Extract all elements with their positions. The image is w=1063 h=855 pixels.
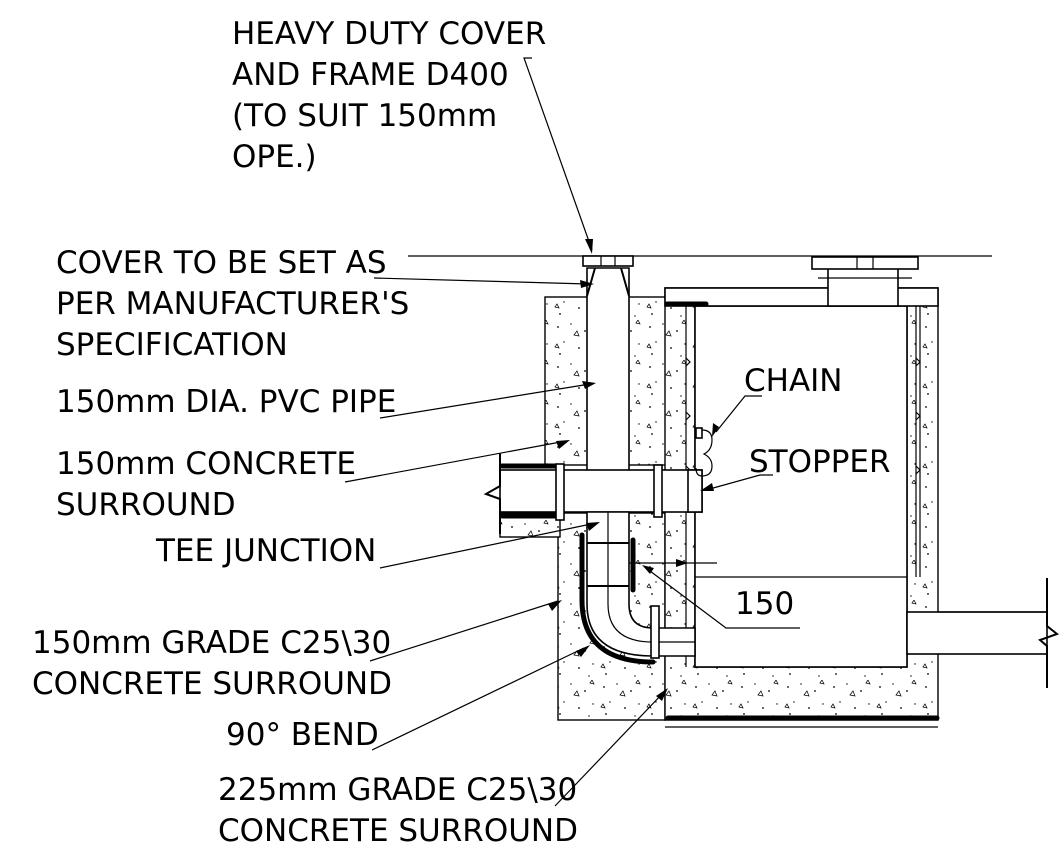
chain-anchor	[695, 427, 703, 439]
inlet-collar	[555, 463, 565, 521]
label-tee-junction: TEE JUNCTION	[155, 533, 376, 569]
pvc-riser-pipe	[586, 267, 630, 493]
leader-grade-150	[369, 600, 559, 662]
leader-lines	[344, 57, 800, 807]
dimension-arrow	[676, 559, 688, 567]
label-chain: CHAIN	[744, 363, 843, 399]
label-cover-set: COVER TO BE SET AS PER MANUFACTURER'S SP…	[56, 245, 419, 363]
chamber-interior	[694, 305, 908, 668]
riser-taper	[586, 267, 630, 297]
leader-cover-frame	[523, 57, 593, 251]
bend-heavy-arc	[579, 597, 656, 665]
inlet-pipe	[499, 469, 703, 513]
leader-grade-225	[554, 691, 665, 807]
bend-collar	[650, 605, 660, 659]
label-grade-150: 150mm GRADE C25\30 CONCRETE SURROUND	[32, 625, 401, 702]
label-grade-225: 225mm GRADE C25\30 CONCRETE SURROUND	[218, 772, 587, 849]
leader-stopper	[705, 474, 773, 491]
label-pvc-pipe: 150mm DIA. PVC PIPE	[56, 384, 396, 420]
label-stopper: STOPPER	[749, 444, 891, 480]
label-concrete-150: 150mm CONCRETE SURROUND	[56, 446, 366, 523]
label-cover-frame: HEAVY DUTY COVER AND FRAME D400 (TO SUIT…	[232, 16, 556, 175]
label-bend: 90° BEND	[226, 717, 379, 753]
surface-cover	[582, 255, 634, 267]
inlet-break-symbol	[483, 453, 501, 534]
bend-pipe	[586, 511, 696, 657]
leader-dimension	[645, 567, 800, 629]
leader-concrete-150	[344, 440, 567, 483]
label-dimension-150: 150	[735, 586, 794, 622]
outlet-pipe	[906, 611, 1048, 655]
chamber-cover-frame	[827, 267, 899, 307]
stopper-collar	[653, 464, 663, 518]
leader-cover-set	[373, 277, 589, 285]
leader-bend	[371, 647, 585, 751]
leader-chain	[715, 395, 762, 433]
leader-tee	[379, 522, 597, 569]
leader-pvc-pipe	[379, 383, 591, 419]
chamber-cover	[811, 256, 919, 270]
outlet-break-symbol	[1038, 578, 1060, 688]
leader-arrowheads	[548, 239, 719, 701]
chain-symbol	[695, 429, 713, 477]
